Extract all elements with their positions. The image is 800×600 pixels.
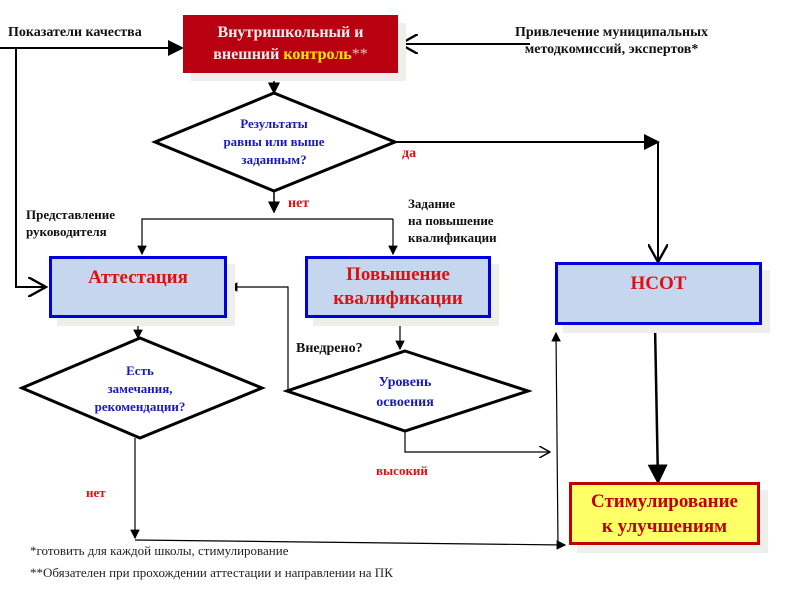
label-task-line3: квалификации — [408, 230, 497, 245]
diamond-level-text: Уровень освоения — [345, 373, 465, 413]
label-implemented: Внедрено? — [296, 341, 363, 356]
arrow-up-to-nsot — [551, 331, 561, 546]
label-task: Задание на повышение квалификации — [408, 195, 497, 246]
diamond-level-line1: Уровень — [378, 375, 432, 390]
label-manager-line1: Представление — [26, 207, 115, 222]
control-box-line2: внешний контроль** — [213, 44, 368, 66]
diamond-results-line3: заданным? — [241, 152, 307, 167]
stimulation-box-line1: Стимулирование — [590, 490, 738, 512]
arrow-level-to-attestation — [227, 282, 289, 391]
label-municipal-line1: Привлечение муниципальных — [515, 25, 709, 40]
stimulation-box-line2: к улучшениям — [601, 515, 728, 537]
qualification-box-line2: квалификации — [333, 288, 463, 309]
arrow-quality-to-attestation — [15, 48, 46, 287]
diamond-results-text: Результаты равны или выше заданным? — [205, 115, 343, 169]
control-box-line2-a: внешний — [213, 46, 284, 63]
qualification-box: Повышение квалификации — [305, 256, 491, 318]
label-quality-indicators: Показатели качества — [8, 25, 142, 40]
attestation-box: Аттестация — [49, 256, 227, 318]
label-no-bottom: нет — [86, 485, 106, 500]
control-box-asterisks: ** — [351, 46, 368, 63]
arrow-level-high — [404, 431, 550, 452]
footnote-2: **Обязателен при прохождении аттестации … — [30, 565, 393, 580]
diamond-results-line1: Результаты — [240, 116, 308, 131]
label-manager: Представление руководителя — [26, 206, 115, 240]
label-task-line2: на повышение — [408, 213, 494, 228]
qualification-box-line1: Повышение — [346, 264, 450, 285]
diamond-level-line2: освоения — [376, 395, 434, 410]
diamond-remarks-line1: Есть — [126, 363, 154, 378]
diamond-remarks-line3: рекомендации? — [94, 399, 186, 414]
diamond-results-line2: равны или выше — [223, 134, 325, 149]
control-box: Внутришкольный и внешний контроль** — [183, 15, 398, 73]
control-box-highlight: контроль — [283, 46, 352, 63]
label-high: высокий — [376, 463, 428, 478]
arrow-bottom-to-stimulation — [134, 539, 567, 550]
label-municipal-line2: методкомиссий, экспертов* — [524, 42, 699, 57]
control-box-line1: Внутришкольный и — [217, 24, 364, 41]
stimulation-box: Стимулирование к улучшениям — [569, 482, 760, 545]
footnote-1: *готовить для каждой школы, стимулирован… — [30, 543, 289, 558]
label-yes: да — [402, 146, 417, 161]
diamond-remarks-shape — [18, 336, 266, 440]
arrow-to-attestation — [137, 218, 393, 256]
nsot-box: НСОТ — [555, 262, 762, 325]
diamond-remarks-text: Есть замечания, рекомендации? — [75, 362, 205, 416]
label-manager-line2: руководителя — [26, 224, 107, 239]
label-task-line1: Задание — [408, 196, 456, 211]
label-municipal: Привлечение муниципальных методкомиссий,… — [515, 24, 708, 58]
diamond-remarks-line2: замечания, — [107, 381, 173, 396]
label-no-top: нет — [288, 196, 310, 211]
nsot-box-label: НСОТ — [630, 273, 687, 294]
attestation-box-label: Аттестация — [88, 267, 188, 288]
arrow-nsot-to-stimulation — [647, 324, 668, 485]
